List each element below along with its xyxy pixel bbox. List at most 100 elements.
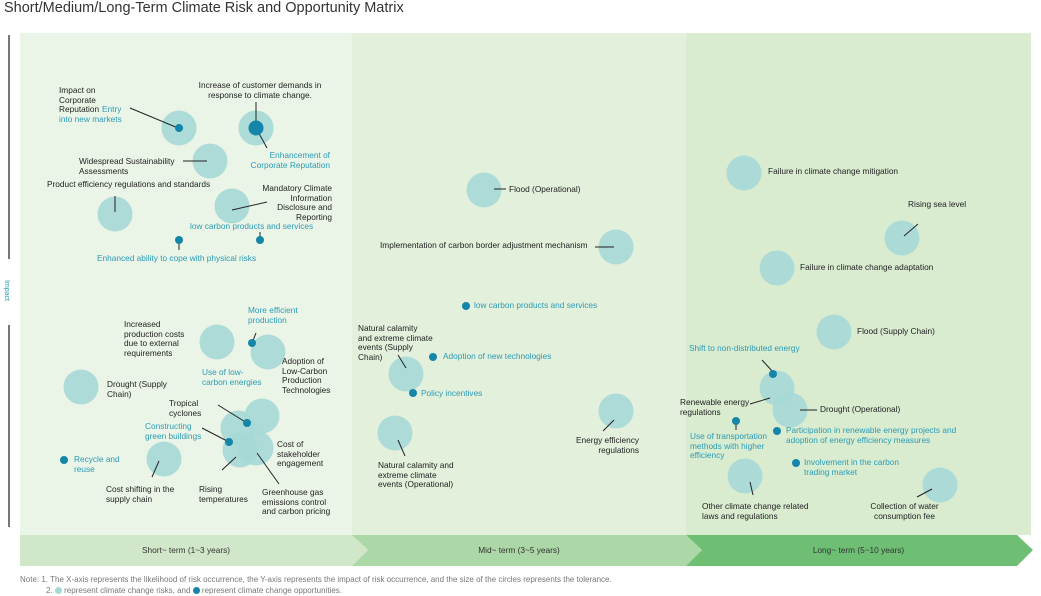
risk-circle-natural-calamity-and-extreme-climate-events-operational bbox=[377, 415, 413, 451]
risk-label-failure-in-climate-change-mitigation: Failure in climate change mitigation bbox=[768, 166, 899, 176]
long-term-panel bbox=[686, 33, 1031, 535]
risk-label-implementation-of-carbon-border-adjustment-mechanism: Implementation of carbon border adjustme… bbox=[380, 240, 588, 250]
risk-circle-drought-supply-chain bbox=[63, 369, 99, 405]
opportunity-legend-icon bbox=[192, 587, 200, 594]
risk-circle-product-efficiency-regulations-and-standards bbox=[97, 196, 133, 232]
risk-label-renewable-energy-regulations: Renewable energy regulations bbox=[680, 397, 750, 417]
risk-label-energy-efficiency-regulations: Energy efficiency regulations bbox=[575, 435, 639, 455]
risk-circle-increased-production-costs-due-to-external-requirements bbox=[199, 324, 235, 360]
leader-line-collection-of-water-consumption-fee bbox=[916, 488, 933, 498]
risk-label-failure-in-climate-change-adaptation: Failure in climate change adaptation bbox=[800, 262, 934, 272]
opportunity-label-more-efficient-production: More efficient production bbox=[248, 305, 298, 325]
risk-label-rising-sea-level: Rising sea level bbox=[908, 199, 967, 209]
risk-label-other-climate-change-related-laws-and-regulations: Other climate change related laws and re… bbox=[702, 501, 809, 521]
note-text-1: 1. The X-axis represents the likelihood … bbox=[41, 575, 612, 584]
page-title: Short/Medium/Long-Term Climate Risk and … bbox=[4, 0, 404, 16]
risk-circle-mandatory-climate-information-disclosure-and-reporting bbox=[214, 188, 250, 224]
mid-term-panel bbox=[352, 33, 686, 535]
risk-label-drought-operational: Drought (Operational) bbox=[820, 404, 901, 414]
opportunity-dot-shift-to-non-distributed-energy bbox=[769, 370, 777, 378]
leader-line-mandatory-climate-information-disclosure-and-reporting bbox=[231, 201, 268, 211]
risk-label-collection-of-water-consumption-fee: Collection of water consumption fee bbox=[870, 501, 939, 521]
opportunity-label-adoption-of-new-technologies: Adoption of new technologies bbox=[443, 351, 552, 361]
leader-line-impact-on-corporate-reputation bbox=[129, 107, 179, 129]
risk-label-natural-calamity-and-extreme-climate-events-supply-chain: Natural calamity and extreme climate eve… bbox=[358, 323, 433, 362]
opportunity-label-recycle-and-reuse: Recycle and reuse bbox=[74, 454, 120, 474]
leader-line-rising-temperatures bbox=[221, 456, 237, 471]
opportunity-dot-constructing-green-buildings bbox=[225, 438, 233, 446]
risk-label-cost-of-stakeholder-engagement: Cost of stakeholder engagement bbox=[277, 439, 324, 469]
note-num-2: 2. bbox=[46, 586, 53, 595]
leader-line-greenhouse-gas-emissions-control-and-carbon-pricing bbox=[256, 452, 280, 485]
opportunity-dot-policy-incentives bbox=[409, 389, 417, 397]
opportunity-dot-enhanced-ability-to-cope-with-physical-risks bbox=[175, 236, 183, 244]
opportunity-label-policy-incentives: Policy incentives bbox=[421, 388, 483, 398]
opportunity-dot-tropical-cyclones bbox=[243, 419, 251, 427]
note-line-2: 2. represent climate change risks, and r… bbox=[46, 586, 342, 595]
opportunity-label-shift-to-non-distributed-energy: Shift to non-distributed energy bbox=[689, 343, 800, 353]
opportunity-dot-enhancement-of-corporate-reputation bbox=[248, 120, 264, 136]
risk-circle-drought-operational bbox=[772, 392, 808, 428]
risk-circle-flood-supply-chain bbox=[816, 314, 852, 350]
risk-circle-other-climate-change-related-laws-and-regulations bbox=[727, 458, 763, 494]
risk-label-cost-shifting-in-the-supply-chain: Cost shifting in the supply chain bbox=[106, 484, 175, 504]
risk-label-tropical-cyclones: Tropical cyclones bbox=[169, 398, 202, 418]
risk-label-increased-production-costs-due-to-external-requirements: Increased production costs due to extern… bbox=[124, 319, 185, 358]
risk-circle-natural-calamity-and-extreme-climate-events-supply-chain bbox=[388, 356, 424, 392]
opportunity-dot-use-of-transportation-methods-with-higher-efficiency bbox=[732, 417, 740, 425]
opportunity-dot-low-carbon-products-and-services bbox=[256, 236, 264, 244]
mid-term-label: Mid~ term (3~5 years) bbox=[478, 545, 560, 555]
opportunity-label-enhanced-ability-to-cope-with-physical-risks: Enhanced ability to cope with physical r… bbox=[97, 253, 257, 263]
risk-label-flood-supply-chain: Flood (Supply Chain) bbox=[857, 326, 935, 336]
risk-label-mandatory-climate-information-disclosure-and-reporting: Mandatory Climate Information Disclosure… bbox=[262, 183, 332, 222]
opportunity-label-low-carbon-products-and-services: low carbon products and services bbox=[190, 221, 314, 231]
opportunity-label-entry-into-new-markets: Entry into new markets bbox=[59, 104, 122, 124]
note-risk-text: represent climate change risks, and bbox=[64, 586, 191, 595]
risk-circle-implementation-of-carbon-border-adjustment-mechanism bbox=[598, 229, 634, 265]
note-line-1: Note: 1. The X-axis represents the likel… bbox=[20, 575, 612, 584]
leader-line-shift-to-non-distributed-energy bbox=[761, 359, 774, 373]
note-opp-text: represent climate change opportunities. bbox=[201, 586, 342, 595]
opportunity-dot-adoption-of-new-technologies bbox=[429, 353, 437, 361]
opportunity-label-constructing-green-buildings: Constructing green buildings bbox=[145, 421, 202, 441]
short-term-label: Short~ term (1~3 years) bbox=[141, 545, 231, 555]
leader-line-renewable-energy-regulations bbox=[749, 397, 771, 405]
leader-line-other-climate-change-related-laws-and-regulations bbox=[749, 481, 754, 496]
leader-line-energy-efficiency-regulations bbox=[602, 419, 615, 432]
risk-label-impact-on-corporate-reputation: Impact on Corporate Reputation bbox=[59, 85, 100, 115]
opportunity-dot-recycle-and-reuse bbox=[60, 456, 68, 464]
opportunity-label-use-of-low-carbon-energies: Use of low-carbon energies bbox=[202, 367, 262, 387]
opportunity-label-participation-in-renewable-energy-projects-and-adoption-of-energy-efficiency-measures: Participation in renewable energy projec… bbox=[786, 425, 957, 445]
risk-circle-adoption-of-low-carbon-production-technologies bbox=[250, 334, 286, 370]
risk-label-drought-supply-chain: Drought (Supply Chain) bbox=[107, 379, 167, 399]
opportunity-dot-more-efficient-production bbox=[248, 339, 256, 347]
leader-line-tropical-cyclones bbox=[217, 404, 248, 424]
opportunity-dot-involvement-in-the-carbon-trading-market bbox=[792, 459, 800, 467]
risk-circle-collection-of-water-consumption-fee bbox=[922, 467, 958, 503]
note-prefix: Note: bbox=[20, 575, 40, 584]
risk-label-product-efficiency-regulations-and-standards: Product efficiency regulations and stand… bbox=[47, 179, 211, 189]
risk-circle-cost-shifting-in-the-supply-chain bbox=[146, 441, 182, 477]
leader-line-natural-calamity-and-extreme-climate-events-operational bbox=[397, 439, 406, 457]
long-term-arrow bbox=[686, 535, 1033, 566]
opportunity-dot-entry-into-new-markets bbox=[175, 124, 183, 132]
opportunity-label-enhancement-of-corporate-reputation: Enhancement of Corporate Reputation bbox=[250, 150, 330, 170]
opportunity-label-involvement-in-the-carbon-trading-market: Involvement in the carbon trading market bbox=[804, 457, 900, 477]
risk-circle-failure-in-climate-change-adaptation bbox=[759, 250, 795, 286]
risk-label-greenhouse-gas-emissions-control-and-carbon-pricing: Greenhouse gas emissions control and car… bbox=[262, 487, 331, 517]
risk-circle-flood-operational bbox=[466, 172, 502, 208]
risk-label-adoption-of-low-carbon-production-technologies: Adoption of Low-Carbon Production Techno… bbox=[282, 356, 331, 395]
leader-line-rising-sea-level bbox=[903, 223, 919, 237]
leader-line-cost-shifting-in-the-supply-chain bbox=[151, 460, 160, 478]
risk-circle-rising-sea-level bbox=[884, 220, 920, 256]
opportunity-label-low-carbon-products-and-services: low carbon products and services bbox=[474, 300, 598, 310]
opportunity-label-use-of-transportation-methods-with-higher-efficiency: Use of transportation methods with highe… bbox=[690, 431, 768, 461]
risk-circle-rising-temperatures bbox=[222, 432, 258, 468]
risk-label-increase-of-customer-demands-in-response-to-climate-change: Increase of customer demands in response… bbox=[198, 80, 322, 100]
mid-term-arrow bbox=[352, 535, 702, 566]
risk-legend-icon bbox=[54, 587, 62, 594]
risk-circle-energy-efficiency-regulations bbox=[598, 393, 634, 429]
long-term-label: Long~ term (5~10 years) bbox=[812, 545, 905, 555]
risk-label-natural-calamity-and-extreme-climate-events-operational: Natural calamity and extreme climate eve… bbox=[378, 460, 454, 490]
